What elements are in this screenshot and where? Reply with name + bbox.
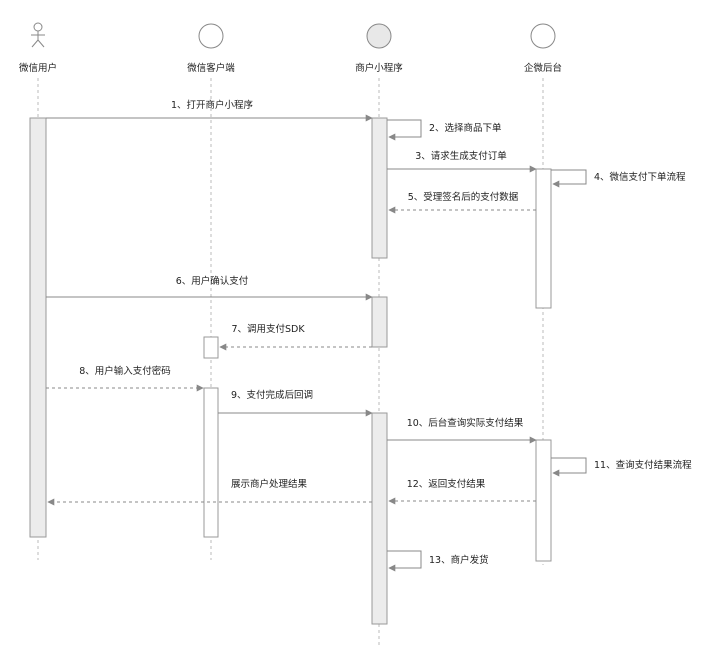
activation-user (29, 117, 47, 538)
message-1: 1、打开商户小程序 (46, 99, 373, 122)
activation-client-2 (203, 387, 219, 538)
message-5: 5、受理签名后的支付数据 (388, 191, 536, 214)
message-label: 12、返回支付结果 (407, 478, 486, 490)
activation-merchant-2 (371, 296, 388, 348)
message-label: 6、用户确认支付 (176, 275, 249, 287)
message-label: 4、微信支付下单流程 (594, 171, 686, 183)
message-7: 7、调用支付SDK (219, 323, 372, 351)
participant-label-user: 微信用户 (19, 62, 57, 74)
message-6: 6、用户确认支付 (46, 275, 373, 301)
message-2: 2、选择商品下单 (387, 119, 502, 141)
message-10: 10、后台查询实际支付结果 (387, 417, 537, 444)
participant-client: 微信客户端 (187, 23, 235, 74)
activation-backend-1 (535, 168, 552, 309)
message-8: 8、用户输入支付密码 (46, 365, 204, 392)
message-label: 5、受理签名后的支付数据 (408, 191, 519, 203)
message-label: 1、打开商户小程序 (171, 99, 254, 111)
message-label: 展示商户处理结果 (231, 478, 308, 490)
message-4: 4、微信支付下单流程 (551, 169, 686, 188)
activation-backend-2 (535, 439, 552, 562)
message-label: 11、查询支付结果流程 (594, 459, 692, 471)
participant-user: 微信用户 (19, 22, 57, 74)
activation-merchant-3 (371, 412, 388, 625)
message-label: 7、调用支付SDK (231, 323, 305, 335)
activation-merchant-1 (371, 117, 388, 259)
participant-label-merchant: 商户小程序 (355, 62, 403, 74)
participant-merchant: 商户小程序 (355, 23, 403, 74)
participant-backend: 企微后台 (524, 23, 562, 74)
participant-label-backend: 企微后台 (524, 62, 562, 74)
entity-icon (198, 23, 224, 49)
message-label: 3、请求生成支付订单 (415, 150, 507, 162)
message-label: 8、用户输入支付密码 (79, 365, 171, 377)
message-label: 10、后台查询实际支付结果 (407, 417, 524, 429)
actor-icon (31, 22, 45, 48)
message-13: 13、商户发货 (387, 550, 489, 572)
message-3: 3、请求生成支付订单 (387, 150, 537, 173)
message-9: 9、支付完成后回调 (218, 389, 373, 417)
activation-client-1 (203, 336, 219, 359)
message-label: 2、选择商品下单 (429, 122, 502, 134)
message-11: 11、查询支付结果流程 (551, 457, 692, 477)
message-label: 13、商户发货 (429, 554, 489, 566)
message-label: 9、支付完成后回调 (231, 389, 313, 401)
message-display-result: 展示商户处理结果 (47, 478, 372, 506)
entity-icon (530, 23, 556, 49)
message-12: 12、返回支付结果 (388, 478, 536, 505)
entity-icon (366, 23, 392, 49)
participant-label-client: 微信客户端 (187, 62, 235, 74)
